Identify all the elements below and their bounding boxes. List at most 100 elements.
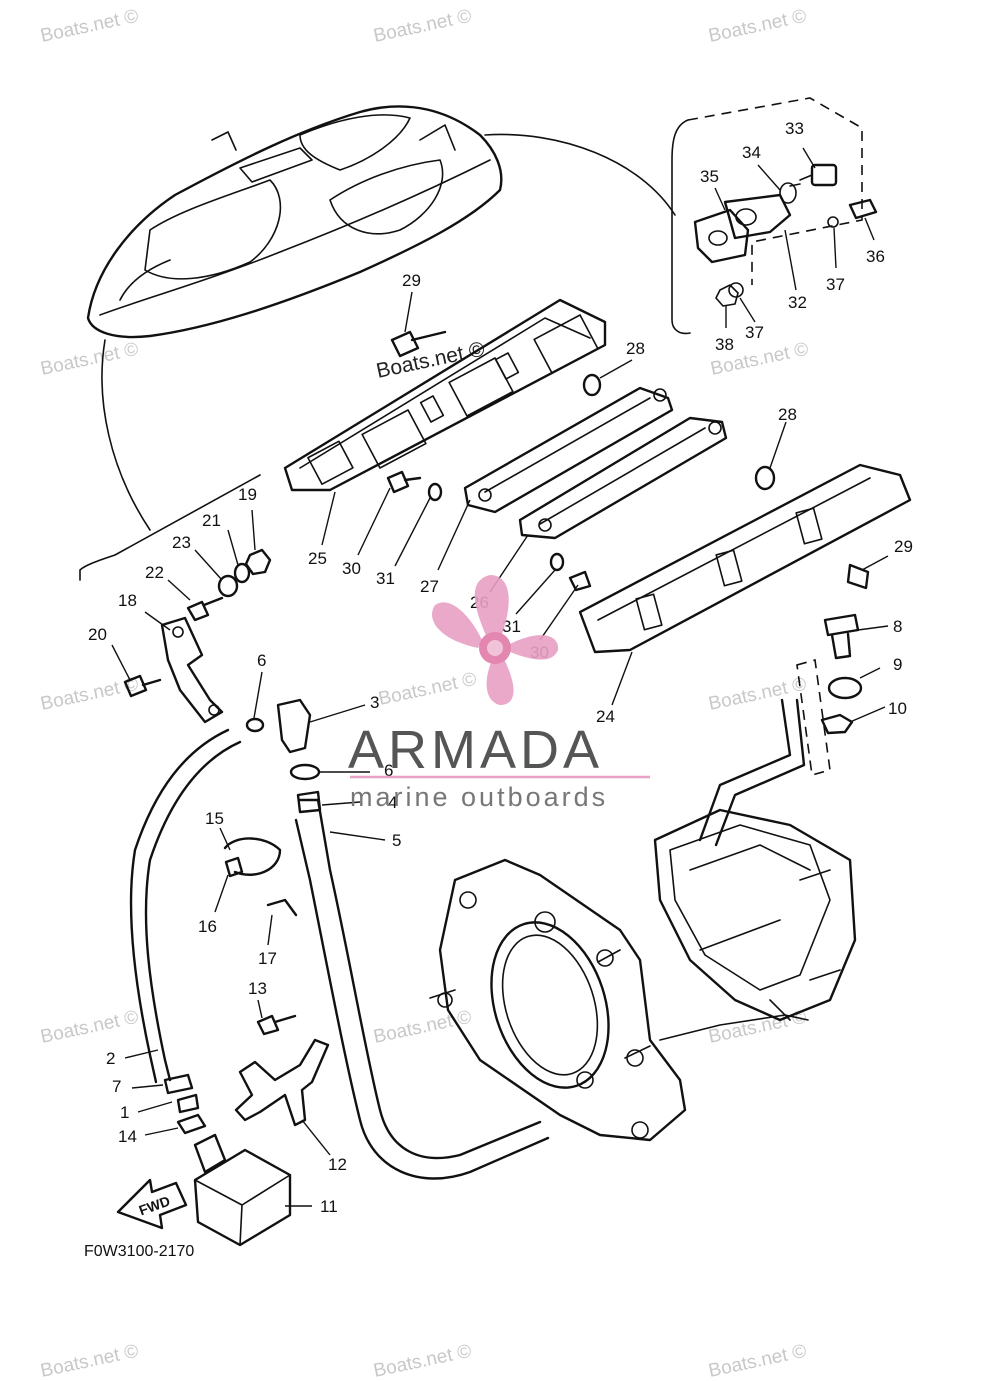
callout-4: 4 xyxy=(388,793,397,812)
bracket-12 xyxy=(234,1038,330,1127)
brand-tagline: marine outboards xyxy=(350,782,608,812)
leader-lines xyxy=(111,147,889,1207)
fwd-label: FWD xyxy=(137,1193,172,1219)
watermark: Boats.net © xyxy=(39,6,141,47)
bolt-22 xyxy=(186,596,224,622)
clamp-6 xyxy=(245,717,265,733)
watermark: Boats.net © xyxy=(377,669,479,710)
jet-pump-housing xyxy=(653,808,857,1022)
callout-14: 14 xyxy=(118,1127,137,1146)
watermark: Boats.net © xyxy=(39,1007,141,1048)
callout-6b: 6 xyxy=(384,761,393,780)
callout-37b: 37 xyxy=(745,323,764,342)
hull-guide-line xyxy=(484,133,676,216)
detail-parts xyxy=(693,163,878,307)
bracket-group-line xyxy=(79,474,261,581)
fitting-1 xyxy=(176,1093,200,1114)
rail-panel-24 xyxy=(578,463,912,654)
hose-5 xyxy=(298,798,542,1160)
watermark: Boats.net © xyxy=(39,339,141,380)
callout-8: 8 xyxy=(893,617,902,636)
o-ring-34 xyxy=(779,182,797,204)
gasket-35 xyxy=(693,208,750,264)
washer-23 xyxy=(217,574,239,598)
callout-19: 19 xyxy=(238,485,257,504)
callout-33: 33 xyxy=(785,119,804,138)
callout-15: 15 xyxy=(205,809,224,828)
washer-28 xyxy=(582,373,602,397)
bolt-30 xyxy=(386,470,422,494)
callout-27: 27 xyxy=(420,577,439,596)
watermark: Boats.net © xyxy=(372,1341,474,1381)
callout-21: 21 xyxy=(202,511,221,530)
bracket-27 xyxy=(463,386,674,514)
callout-25: 25 xyxy=(308,549,327,568)
brand-logo: ARMADA marine outboards xyxy=(348,575,650,812)
callout-12: 12 xyxy=(328,1155,347,1174)
clip-16 xyxy=(224,856,244,878)
bolt-20 xyxy=(123,674,162,698)
callout-31: 31 xyxy=(376,569,395,588)
tie-17 xyxy=(266,898,298,917)
callout-13: 13 xyxy=(248,979,267,998)
callout-31b: 31 xyxy=(502,617,521,636)
clamp-6b xyxy=(289,763,321,781)
brand-name: ARMADA xyxy=(348,720,603,780)
fitting-7 xyxy=(163,1073,194,1095)
callout-5: 5 xyxy=(392,831,401,850)
bracket-26 xyxy=(518,416,728,540)
washer-37b xyxy=(728,282,744,298)
callout-10: 10 xyxy=(888,699,907,718)
callout-1: 1 xyxy=(120,1103,129,1122)
washer-28b xyxy=(754,465,776,491)
watermark-dark: Boats.net © xyxy=(374,337,487,382)
bolt-30b xyxy=(568,570,592,592)
callout-2: 2 xyxy=(106,1049,115,1068)
diagram-code: F0W3100-2170 xyxy=(84,1243,194,1260)
callout-28: 28 xyxy=(626,339,645,358)
callout-37: 37 xyxy=(826,275,845,294)
washer-31 xyxy=(427,482,443,502)
watermark: Boats.net © xyxy=(372,6,474,47)
hose-5-inner xyxy=(294,818,550,1180)
callout-34: 34 xyxy=(742,143,761,162)
callout-38: 38 xyxy=(715,335,734,354)
callout-35: 35 xyxy=(700,167,719,186)
box-11 xyxy=(193,1133,292,1247)
hose-2-inner xyxy=(129,728,230,1084)
watermark: Boats.net © xyxy=(707,674,809,715)
callout-20: 20 xyxy=(88,625,107,644)
watermark: Boats.net © xyxy=(707,6,809,47)
connection-pipe xyxy=(659,1014,809,1041)
callout-30: 30 xyxy=(342,559,361,578)
plug-assembly xyxy=(820,613,863,735)
flange-32 xyxy=(723,193,792,240)
hose-2 xyxy=(144,740,242,1082)
callout-18: 18 xyxy=(118,591,137,610)
callout-36: 36 xyxy=(866,247,885,266)
nut-19 xyxy=(244,548,272,576)
watermark: Boats.net © xyxy=(39,674,141,715)
forward-arrow: FWD xyxy=(116,1178,188,1230)
bracket-18 xyxy=(160,616,224,724)
clip-14 xyxy=(176,1113,207,1135)
detail-bracket xyxy=(671,119,691,335)
sensor-33 xyxy=(810,163,838,187)
hose-top-right-inner xyxy=(714,698,806,847)
band-15 xyxy=(223,837,282,876)
watermark: Boats.net © xyxy=(707,1341,809,1381)
watermark: Boats.net © xyxy=(39,1341,141,1381)
watermark: Boats.net © xyxy=(707,1007,809,1048)
callout-23: 23 xyxy=(172,533,191,552)
rail-panel-25 xyxy=(283,298,607,492)
callout-numbers: 1 2 3 4 5 6 6 7 8 9 10 11 12 13 14 15 16… xyxy=(88,119,913,1216)
callout-6: 6 xyxy=(257,651,266,670)
valve-3 xyxy=(276,698,312,754)
washer-31b xyxy=(549,552,565,572)
callout-22: 22 xyxy=(145,563,164,582)
callout-9: 9 xyxy=(893,655,902,674)
detail-box-outline xyxy=(687,97,863,285)
hull-guide-line xyxy=(101,339,151,531)
callout-24: 24 xyxy=(596,707,615,726)
callout-11: 11 xyxy=(320,1197,338,1216)
